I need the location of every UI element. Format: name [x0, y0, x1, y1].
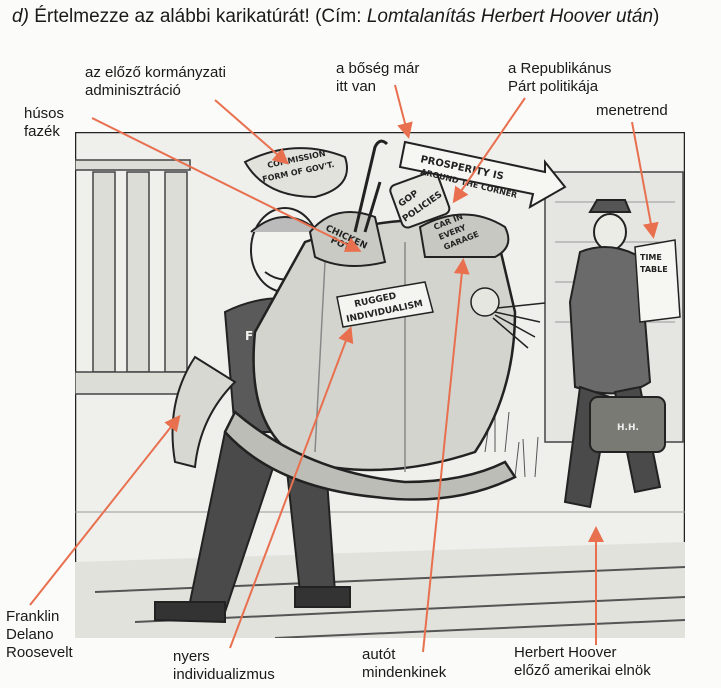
label-hoover: Herbert Hoover előző amerikai elnök — [514, 644, 651, 679]
cartoon-illustration: FDR CHICKEN POT COMMISSION FORM OF GOV'T… — [75, 132, 685, 638]
title-task: Értelmezze az alábbi karikatúrát! — [34, 6, 310, 27]
label-republican: a Republikánus Párt politikája — [508, 60, 612, 95]
label-timetable: menetrend — [596, 102, 668, 119]
timetable-label-2: TABLE — [640, 265, 668, 274]
label-car: autót mindenkinek — [362, 646, 447, 681]
label-fdr: Franklin Delano Roosevelt — [6, 608, 73, 661]
bag-initials: H.H. — [617, 423, 639, 433]
page-title: d) Értelmezze az alábbi karikatúrát! (Cí… — [12, 6, 659, 28]
label-prosperity: a bőség már itt van — [336, 60, 420, 95]
label-individualism: nyers individualizmus — [173, 648, 275, 683]
label-administration: az előző kormányzati adminisztráció — [85, 64, 226, 99]
title-cim-title: Lomtalanítás Herbert Hoover után — [366, 6, 654, 27]
title-letter: d) — [12, 6, 29, 27]
title-cim-close: ) — [653, 6, 660, 27]
timetable-label-1: TIME — [640, 253, 662, 262]
title-cim-open: (Cím: — [315, 6, 367, 27]
label-pot: húsos fazék — [24, 105, 65, 140]
